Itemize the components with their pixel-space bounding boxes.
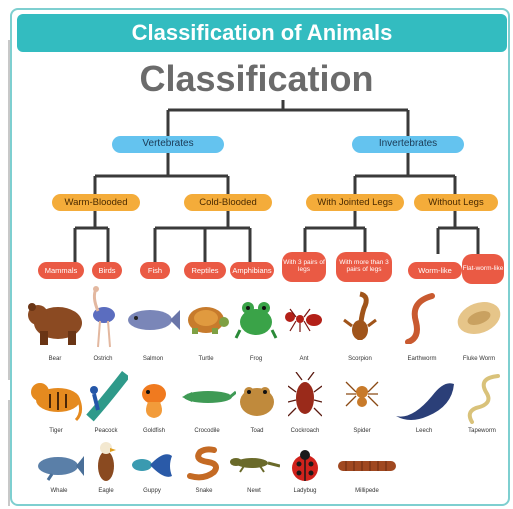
- node-mammals: Mammals: [38, 262, 84, 279]
- label-tapeworm: Tapeworm: [458, 428, 506, 434]
- node-without-legs: Without Legs: [414, 194, 498, 211]
- label-peacock: Peacock: [82, 428, 130, 434]
- cold-blooded-connector: [155, 210, 250, 262]
- label-frog: Frog: [232, 356, 280, 362]
- label-ostrich: Ostrich: [79, 356, 127, 362]
- label-millipede: Millipede: [343, 488, 391, 494]
- jointed-legs-connector: [305, 210, 365, 252]
- goldfish-illustration: [134, 376, 174, 420]
- node-reptiles: Reptiles: [184, 262, 226, 279]
- turtle-illustration: [182, 298, 230, 338]
- node-amphibians: Amphibians: [230, 262, 274, 279]
- cockroach-illustration: [288, 372, 322, 420]
- label-spider: Spider: [338, 428, 386, 434]
- warm-blooded-connector: [75, 210, 108, 262]
- without-legs-connector: [438, 210, 478, 254]
- frog-illustration: [234, 296, 278, 340]
- label-goldfish: Goldfish: [130, 428, 178, 434]
- node-jointed-legs: With Jointed Legs: [306, 194, 404, 211]
- node-flat-worm-like: Flat-worm-like: [462, 254, 504, 284]
- label-bear: Bear: [31, 356, 79, 362]
- bear-illustration: [26, 293, 84, 347]
- leech-illustration: [392, 376, 456, 426]
- whale-illustration: [34, 446, 84, 482]
- node-cold-blooded: Cold-Blooded: [184, 194, 272, 211]
- label-fluke-worm: Fluke Worm: [455, 356, 503, 362]
- label-ladybug: Ladybug: [281, 488, 329, 494]
- label-salmon: Salmon: [129, 356, 177, 362]
- label-snake: Snake: [180, 488, 228, 494]
- ladybug-illustration: [288, 448, 322, 484]
- salmon-illustration: [126, 305, 180, 335]
- label-turtle: Turtle: [182, 356, 230, 362]
- root-drops: [168, 110, 408, 136]
- node-three-pairs-legs: With 3 pairs of legs: [282, 252, 326, 282]
- snake-illustration: [184, 446, 224, 482]
- tiger-illustration: [28, 372, 84, 422]
- spider-illustration: [344, 374, 380, 414]
- tapeworm-illustration: [462, 372, 502, 424]
- label-guppy: Guppy: [128, 488, 176, 494]
- node-invertebrates: Invertebrates: [352, 136, 464, 153]
- label-ant: Ant: [280, 356, 328, 362]
- fluke-worm-illustration: [454, 296, 504, 340]
- label-toad: Toad: [233, 428, 281, 434]
- node-warm-blooded: Warm-Blooded: [52, 194, 140, 211]
- vertebrates-connector: [95, 152, 228, 194]
- scorpion-illustration: [340, 290, 380, 342]
- label-cockroach: Cockroach: [281, 428, 329, 434]
- node-more-than-three-pairs-legs: With more than 3 pairs of legs: [336, 252, 392, 282]
- label-whale: Whale: [35, 488, 83, 494]
- label-scorpion: Scorpion: [336, 356, 384, 362]
- eagle-illustration: [92, 440, 120, 486]
- label-tiger: Tiger: [32, 428, 80, 434]
- label-newt: Newt: [230, 488, 278, 494]
- label-earthworm: Earthworm: [398, 356, 446, 362]
- crocodile-illustration: [178, 384, 236, 410]
- peacock-illustration: [86, 370, 128, 422]
- label-leech: Leech: [400, 428, 448, 434]
- guppy-illustration: [128, 448, 174, 482]
- ostrich-illustration: [88, 285, 118, 349]
- node-worm-like: Worm-like: [408, 262, 462, 279]
- earthworm-illustration: [402, 292, 442, 344]
- node-birds: Birds: [92, 262, 122, 279]
- node-vertebrates: Vertebrates: [112, 136, 224, 153]
- label-eagle: Eagle: [82, 488, 130, 494]
- invertebrates-connector: [355, 152, 455, 194]
- toad-illustration: [236, 378, 278, 420]
- ant-illustration: [282, 305, 326, 333]
- newt-illustration: [228, 452, 280, 474]
- node-fish: Fish: [140, 262, 170, 279]
- millipede-illustration: [336, 458, 398, 474]
- label-crocodile: Crocodile: [183, 428, 231, 434]
